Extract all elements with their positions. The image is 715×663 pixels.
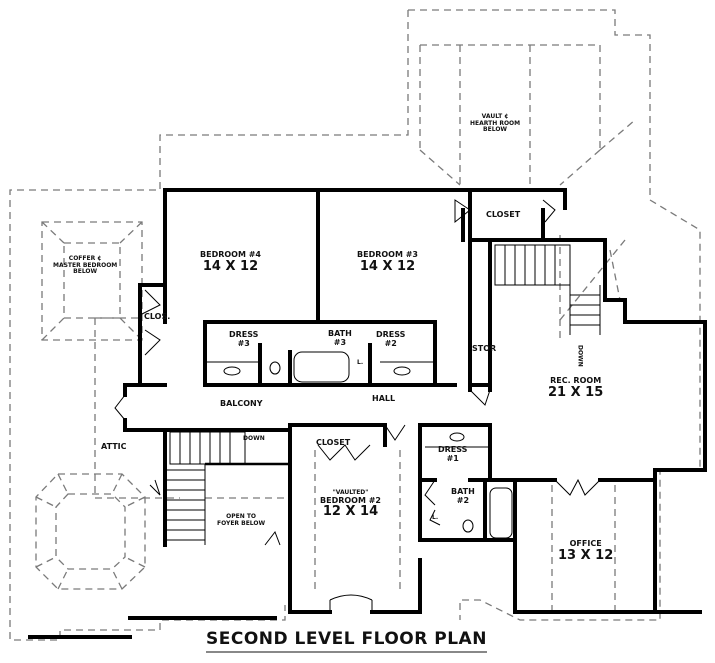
clos-label: CLOS. [144,312,171,321]
bath-3-label: BATH #3 [328,329,352,348]
stair-down-right-label: DOWN [576,345,584,367]
bath-2-name: BATH [451,487,475,496]
coffer-line1: COFFER ¢ [68,255,102,262]
closet-bedroom-2-label: CLOSET [316,438,351,447]
office-name: OFFICE [569,539,602,548]
bath-2-label: BATH #2 [451,487,475,506]
linen-2-label: L. [432,514,439,521]
stair-down-left-label: DOWN [243,435,265,442]
bath-2-num: #2 [456,495,470,505]
dress-2-name: DRESS [376,330,406,339]
bedroom-2-label: "VAULTED" BEDROOM #2 12 X 14 [320,489,381,520]
stor-label: STOR [472,344,497,353]
bedroom-2-note: "VAULTED" [332,489,369,496]
vault-line3: BELOW [483,126,508,134]
bedroom-2-name: BEDROOM #2 [320,495,381,505]
dress-2-label: DRESS #2 [376,330,406,349]
attic-label: ATTIC [101,442,127,451]
balcony-label: BALCONY [220,399,263,408]
bath-3-num: #3 [333,337,347,347]
bedroom-3-label: BEDROOM #3 14 X 12 [357,250,418,274]
bath-3-name: BATH [328,329,352,338]
bedroom-4-name: BEDROOM #4 [200,250,261,259]
vault-line1: VAULT ¢ [481,113,509,120]
open-foyer-line1: OPEN TO [226,513,257,520]
bedroom-4-size: 14 X 12 [202,258,259,274]
dress-3-num: #3 [237,338,250,348]
dress-1-num: #1 [446,453,459,463]
linen-3-label: L. [357,359,364,366]
dress-3-label: DRESS #3 [229,330,259,349]
dress-3-name: DRESS [229,330,259,339]
coffer-line3: BELOW [73,268,98,276]
open-foyer-label: OPEN TO FOYER BELOW [217,513,266,527]
stairs-and-fixtures [114,199,601,612]
hall-label: HALL [372,394,396,403]
vault-line2: HEARTH ROOM [470,119,521,127]
coffer-line2: MASTER BEDROOM [53,261,118,269]
closet-top-label: CLOSET [486,210,521,219]
rec-room-name: REC. ROOM [550,376,602,385]
office-label: OFFICE 13 X 12 [558,539,614,563]
rec-room-size: 21 X 15 [548,384,604,400]
open-foyer-line2: FOYER BELOW [217,519,266,527]
vault-hearth-label: VAULT ¢ HEARTH ROOM BELOW [470,113,521,134]
rec-room-label: REC. ROOM 21 X 15 [548,376,604,400]
office-size: 13 X 12 [558,547,614,563]
coffer-master-label: COFFER ¢ MASTER BEDROOM BELOW [53,255,118,276]
walls [28,188,707,639]
dress-1-name: DRESS [438,445,468,454]
dress-2-num: #2 [384,338,397,348]
bedroom-4-label: BEDROOM #4 14 X 12 [200,250,261,274]
plan-title: SECOND LEVEL FLOOR PLAN [206,630,487,653]
bedroom-3-size: 14 X 12 [359,258,416,274]
bedroom-3-name: BEDROOM #3 [357,250,418,259]
bedroom-2-size: 12 X 14 [322,504,379,520]
dress-1-label: DRESS #1 [438,445,468,464]
